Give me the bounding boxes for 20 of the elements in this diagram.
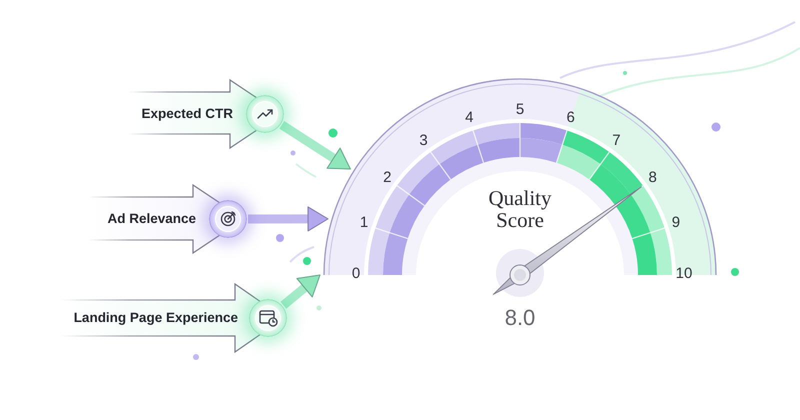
gauge-title: Quality Score (488, 187, 552, 231)
scale-number: 4 (464, 109, 474, 128)
scale-number: 2 (382, 168, 392, 187)
scale-number: 7 (611, 132, 622, 150)
score-value: 8.0 (504, 305, 536, 331)
scale-number: 3 (418, 132, 429, 150)
factor-label: Landing Page Experience (74, 310, 238, 326)
scale-number: 6 (566, 109, 576, 128)
scale-number: 10 (674, 265, 694, 283)
factor-label: Expected CTR (141, 106, 233, 122)
chevron-arrow-shape (88, 183, 244, 255)
arrow (248, 206, 329, 232)
scale-number: 1 (358, 214, 370, 232)
chevron-arrow-shape (128, 78, 281, 150)
scale-number: 8 (648, 168, 658, 187)
scale-number: 0 (350, 265, 362, 283)
factor-label: Ad Relevance (107, 211, 196, 227)
arrow (280, 272, 323, 309)
scale-number: 9 (670, 214, 682, 232)
scale-number: 5 (514, 101, 526, 119)
